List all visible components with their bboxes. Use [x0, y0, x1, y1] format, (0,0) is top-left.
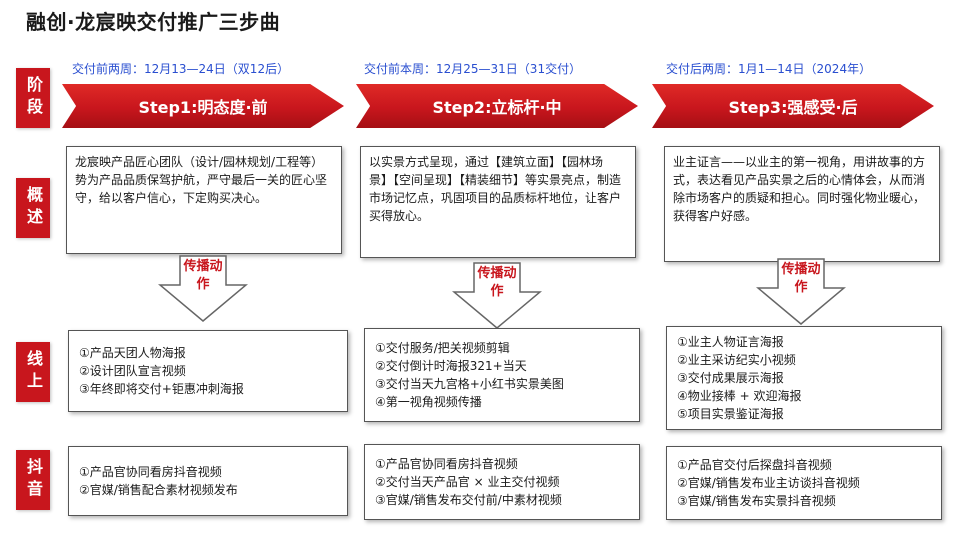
step1-overview-box: 龙宸映产品匠心团队（设计/园林规划/工程等）势为产品品质保驾护航，严守最后一关的…	[66, 146, 342, 254]
step3-online-box: ①业主人物证言海报 ②业主采访纪实小视频 ③交付成果展示海报 ④物业接棒 + 欢…	[666, 326, 942, 430]
step2-spread-label: 传播动作	[477, 266, 517, 299]
step3-overview-box: 业主证言——以业主的第一视角，用讲故事的方式，表达看见产品实景之后的心情体会，从…	[664, 146, 940, 262]
row-label-stage: 阶段	[16, 68, 50, 128]
step1-douyin-box: ①产品官协同看房抖音视频 ②官媒/销售配合素材视频发布	[68, 446, 348, 516]
step1-period: 交付前两周：12月13—24日（双12后）	[72, 62, 290, 76]
list-item: ⑤项目实景鉴证海报	[677, 407, 784, 421]
step1-spread-label: 传播动作	[183, 259, 223, 292]
list-item: ②交付当天产品官 × 业主交付视频	[375, 475, 560, 489]
row-label-overview: 概述	[16, 178, 50, 238]
step2-name: Step2:立标杆·中	[432, 98, 562, 117]
step2-online-box: ①交付服务/把关视频剪辑 ②交付倒计时海报321+当天 ③交付当天九宫格+小红书…	[364, 328, 640, 422]
step2-period: 交付前本周：12月25—31日（31交付）	[364, 62, 582, 76]
list-item: ②官媒/销售配合素材视频发布	[79, 483, 238, 497]
step2-douyin-box: ①产品官协同看房抖音视频 ②交付当天产品官 × 业主交付视频 ③官媒/销售发布交…	[364, 444, 640, 520]
step3-overview-text: 业主证言——以业主的第一视角，用讲故事的方式，表达看见产品实景之后的心情体会，从…	[673, 155, 926, 223]
list-item: ③官媒/销售发布实景抖音视频	[677, 494, 836, 508]
step1-overview-text: 龙宸映产品匠心团队（设计/园林规划/工程等）势为产品品质保驾护航，严守最后一关的…	[75, 155, 328, 205]
step1-arrow: Step1:明态度·前	[62, 84, 344, 128]
step1-spread-arrow-icon	[158, 255, 248, 323]
page-title: 融创·龙宸映交付推广三步曲	[26, 10, 281, 34]
step3-spread-arrow-icon	[756, 258, 846, 326]
step3-period: 交付后两周：1月1—14日（2024年）	[666, 62, 872, 76]
list-item: ①业主人物证言海报	[677, 335, 784, 349]
list-item: ②交付倒计时海报321+当天	[375, 359, 527, 373]
list-item: ①产品官协同看房抖音视频	[375, 457, 518, 471]
list-item: ②官媒/销售发布业主访谈抖音视频	[677, 476, 860, 490]
step3-name: Step3:强感受·后	[728, 98, 858, 117]
step1-online-box: ①产品天团人物海报 ②设计团队宣言视频 ③年终即将交付+钜惠冲刺海报	[68, 330, 348, 412]
list-item: ②业主采访纪实小视频	[677, 353, 796, 367]
list-item: ①交付服务/把关视频剪辑	[375, 341, 510, 355]
list-item: ①产品天团人物海报	[79, 346, 186, 360]
list-item: ①产品官协同看房抖音视频	[79, 465, 222, 479]
step2-overview-box: 以实景方式呈现，通过【建筑立面】【园林场景】【空间呈现】【精装细节】等实景亮点，…	[360, 146, 636, 258]
list-item: ③交付当天九宫格+小红书实景美图	[375, 377, 564, 391]
step1-name: Step1:明态度·前	[138, 98, 268, 117]
step2-arrow: Step2:立标杆·中	[356, 84, 638, 128]
list-item: ③官媒/销售发布交付前/中素材视频	[375, 493, 562, 507]
step3-spread-label: 传播动作	[781, 262, 821, 295]
step3-arrow: Step3:强感受·后	[652, 84, 934, 128]
list-item: ①产品官交付后探盘抖音视频	[677, 458, 832, 472]
list-item: ②设计团队宣言视频	[79, 364, 186, 378]
list-item: ④物业接棒 + 欢迎海报	[677, 389, 802, 403]
list-item: ③交付成果展示海报	[677, 371, 784, 385]
list-item: ④第一视角视频传播	[375, 395, 482, 409]
row-label-online: 线上	[16, 342, 50, 402]
row-label-douyin: 抖音	[16, 450, 50, 510]
step2-overview-text: 以实景方式呈现，通过【建筑立面】【园林场景】【空间呈现】【精装细节】等实景亮点，…	[369, 155, 622, 223]
step2-spread-arrow-icon	[452, 262, 542, 330]
list-item: ③年终即将交付+钜惠冲刺海报	[79, 382, 244, 396]
step3-douyin-box: ①产品官交付后探盘抖音视频 ②官媒/销售发布业主访谈抖音视频 ③官媒/销售发布实…	[666, 446, 942, 520]
